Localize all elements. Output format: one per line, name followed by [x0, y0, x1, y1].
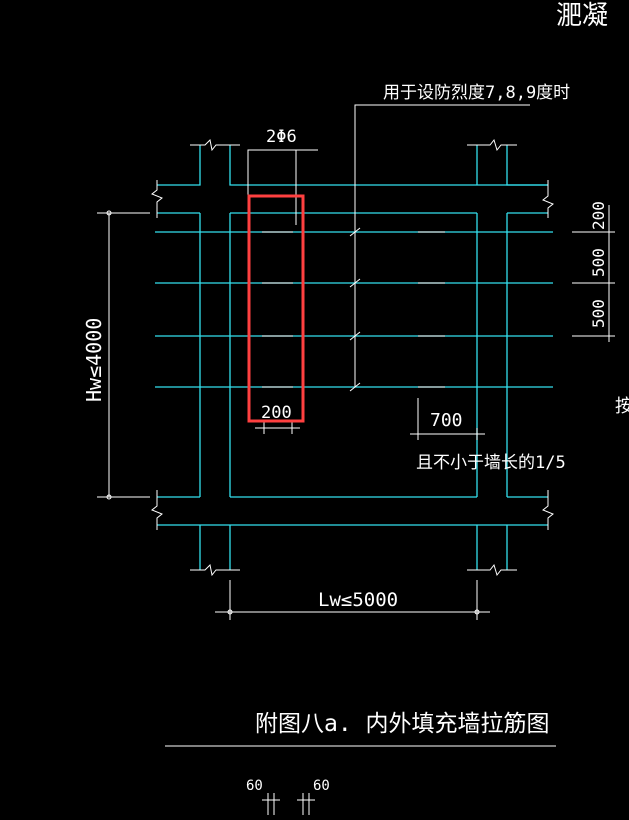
height-dimension: Hw≤4000	[82, 318, 106, 402]
right-edge-char: 按	[615, 396, 629, 417]
bottom-dim-60-right: 60	[313, 778, 330, 794]
length-700: 700	[430, 410, 463, 431]
spacing-200: 200	[261, 403, 292, 423]
rebar-label: 2Φ6	[266, 127, 297, 147]
seismic-note: 用于设防烈度7,8,9度时	[383, 83, 570, 103]
top-corner-text: 淝凝	[556, 1, 608, 31]
rebar-ends	[262, 231, 445, 388]
seismic-leader	[354, 104, 530, 387]
dimension-lines	[97, 205, 615, 815]
wall-frame	[155, 145, 553, 570]
dim-right-500-b: 500	[589, 299, 608, 328]
width-dimension: Lw≤5000	[318, 589, 398, 611]
leaders	[247, 104, 530, 392]
min-length-note: 且不小于墙长的1/5	[416, 453, 566, 473]
rebar-leader	[247, 149, 318, 195]
figure-title: 附图八a. 内外填充墙拉筋图	[255, 711, 550, 737]
dim-right-200: 200	[589, 201, 608, 230]
break-marks	[151, 138, 554, 577]
highlight-box	[247, 194, 305, 423]
bottom-dim-60-left: 60	[246, 778, 263, 794]
dim-right-500-a: 500	[589, 248, 608, 277]
top-beam-top-line	[229, 145, 548, 186]
